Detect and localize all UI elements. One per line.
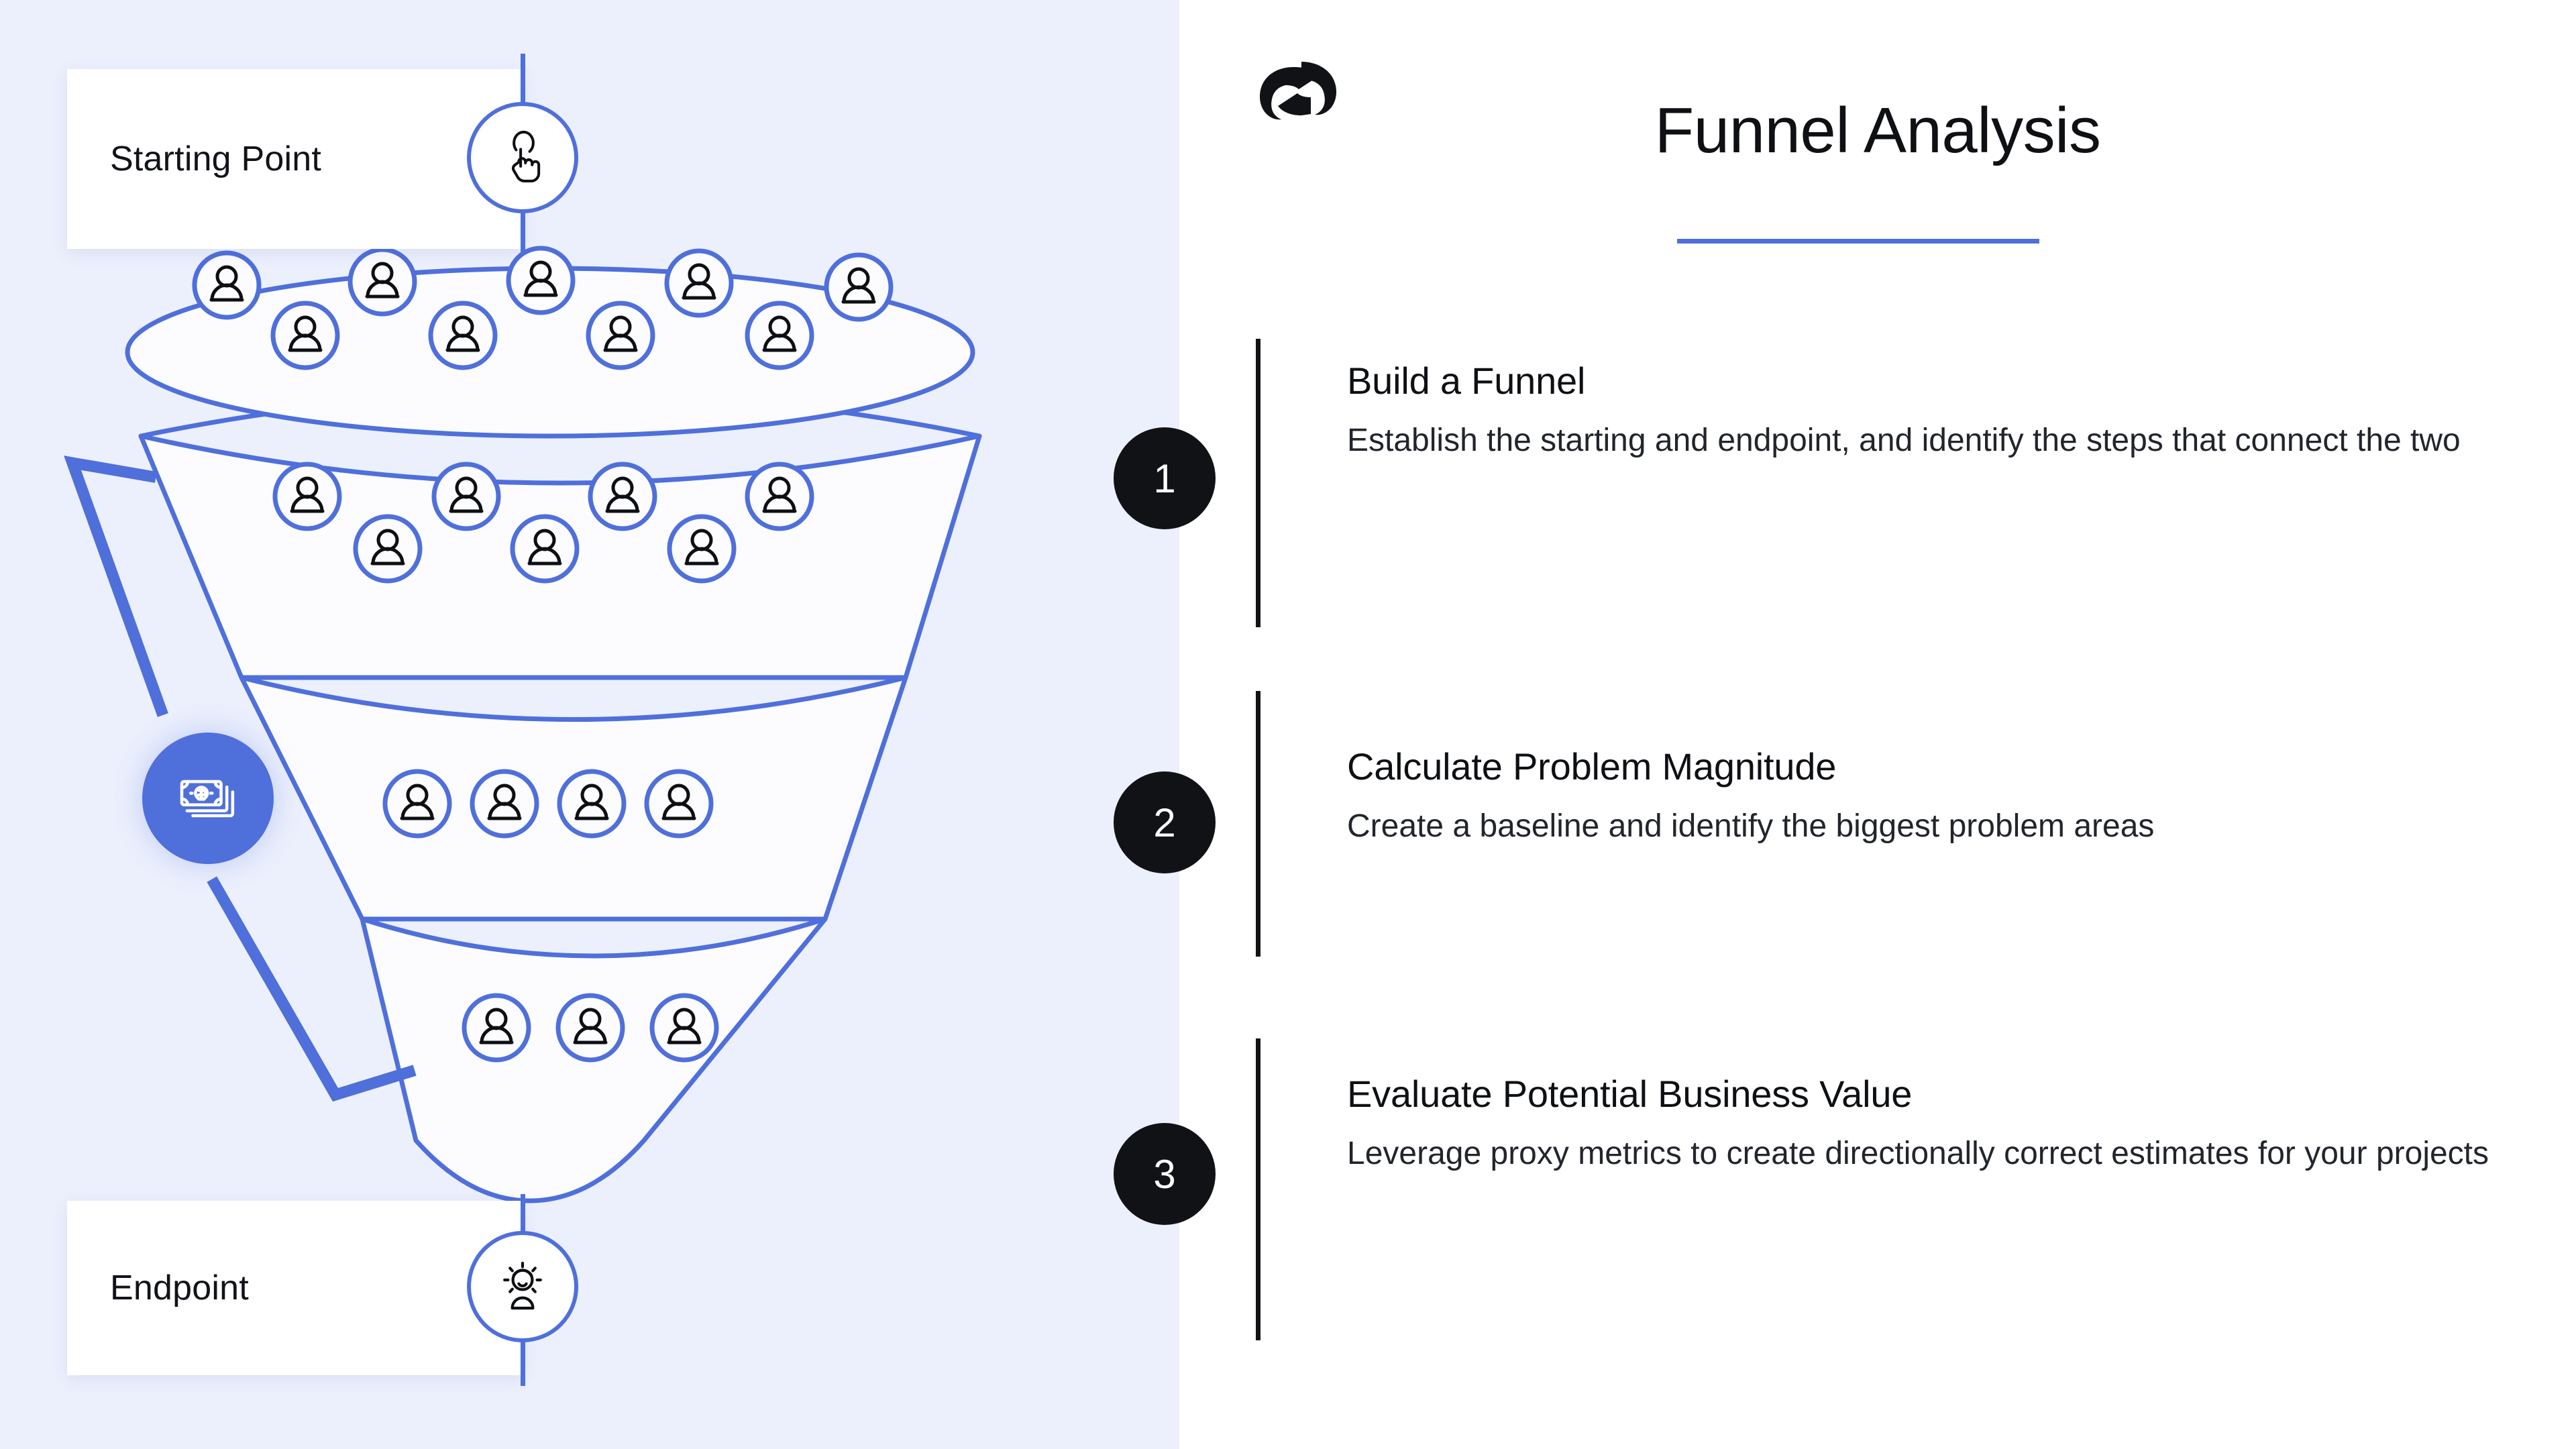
person-avatar-icon xyxy=(270,301,340,370)
avatar-group-rim xyxy=(192,246,894,370)
person-avatar-icon xyxy=(824,252,894,322)
step-description: Establish the starting and endpoint, and… xyxy=(1347,423,2461,458)
step-divider xyxy=(1256,691,1260,957)
avatar-group-tier-2 xyxy=(382,769,714,839)
value-bracket-upper xyxy=(64,455,168,717)
person-avatar-icon xyxy=(347,247,417,317)
person-avatar-icon xyxy=(506,246,576,315)
person-avatar-icon xyxy=(588,462,657,531)
money-stack-icon xyxy=(142,733,274,864)
step-description: Create a baseline and identify the bigge… xyxy=(1347,808,2155,844)
step-number-badge: 2 xyxy=(1114,771,1216,873)
value-bracket-lower xyxy=(207,876,417,1102)
person-avatar-icon xyxy=(431,462,501,531)
person-avatar-icon xyxy=(510,514,580,584)
step-divider xyxy=(1256,339,1260,627)
step-number-badge: 1 xyxy=(1114,427,1216,529)
step-body: Build a Funnel Establish the starting an… xyxy=(1347,359,2561,461)
person-avatar-icon xyxy=(557,769,627,839)
person-avatar-icon xyxy=(644,769,714,839)
avatar-group-tier-1 xyxy=(272,462,814,584)
content-panel xyxy=(1179,0,2576,1449)
person-avatar-icon xyxy=(664,248,734,318)
step-body: Calculate Problem Magnitude Create a bas… xyxy=(1347,745,2561,847)
starting-point-label: Starting Point xyxy=(110,140,321,178)
step-heading: Evaluate Potential Business Value xyxy=(1347,1073,1913,1115)
avatar-group-tier-3 xyxy=(462,993,719,1063)
brand-logo xyxy=(1256,52,1340,130)
person-avatar-icon xyxy=(586,301,655,370)
endpoint-card[interactable]: Endpoint xyxy=(67,1201,523,1375)
step-divider xyxy=(1256,1038,1260,1340)
person-avatar-icon xyxy=(649,993,719,1063)
satisfied-user-icon xyxy=(467,1231,578,1342)
funnel-panel: Starting Point Endpoint xyxy=(0,0,1179,1449)
step-heading: Build a Funnel xyxy=(1347,360,1586,402)
person-avatar-icon xyxy=(272,462,342,531)
person-avatar-icon xyxy=(745,462,814,531)
step-description: Leverage proxy metrics to create directi… xyxy=(1347,1136,2489,1171)
funnel-body xyxy=(125,266,982,1203)
person-avatar-icon xyxy=(462,993,531,1063)
page-title: Funnel Analysis xyxy=(1654,95,2101,166)
person-avatar-icon xyxy=(667,514,737,584)
tap-hand-icon xyxy=(467,102,578,213)
endpoint-label: Endpoint xyxy=(110,1269,249,1307)
person-avatar-icon xyxy=(382,769,452,839)
starting-point-card[interactable]: Starting Point xyxy=(67,69,523,249)
step-body: Evaluate Potential Business Value Levera… xyxy=(1347,1072,2561,1174)
person-avatar-icon xyxy=(428,301,498,370)
person-avatar-icon xyxy=(192,250,262,320)
title-underline xyxy=(1677,239,2039,244)
step-heading: Calculate Problem Magnitude xyxy=(1347,745,1837,788)
step-number-badge: 3 xyxy=(1114,1123,1216,1225)
person-avatar-icon xyxy=(353,514,423,584)
person-avatar-icon xyxy=(470,769,539,839)
person-avatar-icon xyxy=(555,993,625,1063)
person-avatar-icon xyxy=(745,301,814,370)
funnel-diagram xyxy=(64,246,982,1203)
